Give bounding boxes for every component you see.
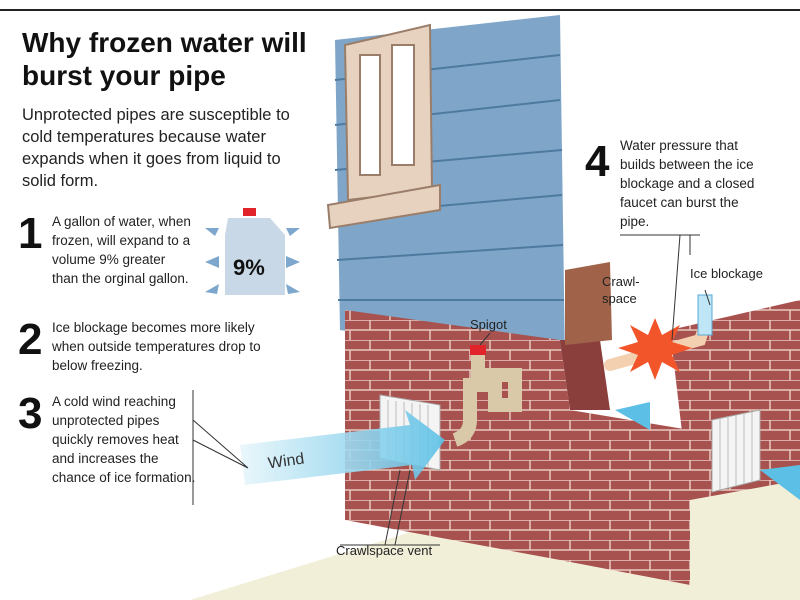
step-3-number: 3 (18, 389, 43, 438)
step-1-number: 1 (18, 209, 43, 258)
wind-arrow (240, 410, 445, 485)
crawlspace-vent-right (711, 409, 761, 493)
step-4-text: Water pressure that builds between the i… (620, 138, 755, 229)
ice-blockage-label: Ice blockage (690, 266, 763, 281)
step-1-text: A gallon of water, when frozen, will exp… (52, 214, 191, 286)
expansion-percent: 9% (233, 255, 265, 280)
spigot (452, 345, 522, 447)
page-title: Why frozen water will burst your pipe (22, 27, 307, 91)
wood-beam (565, 262, 612, 345)
step-3-text: A cold wind reaching unprotected pipes q… (52, 394, 196, 485)
brick-foundation (345, 310, 690, 585)
top-rule (0, 9, 800, 11)
step-2-text: Ice blockage becomes more likely when ou… (52, 320, 261, 373)
leader-lines (192, 234, 711, 546)
crawlspace-label: Crawl-space (602, 274, 640, 306)
gallon-jug-icon (205, 208, 300, 295)
step-4-number: 4 (585, 137, 610, 186)
wind-arrow-right (615, 402, 650, 430)
crawlspace-vent-label: Crawlspace vent (336, 543, 433, 558)
ice-blockage (697, 294, 713, 336)
intro-text: Unprotected pipes are susceptible to col… (22, 106, 290, 190)
window (326, 23, 441, 230)
spigot-label: Spigot (470, 317, 507, 332)
brick-wall-right (670, 300, 800, 500)
burst-icon (618, 318, 692, 380)
step-2-number: 2 (18, 315, 43, 364)
